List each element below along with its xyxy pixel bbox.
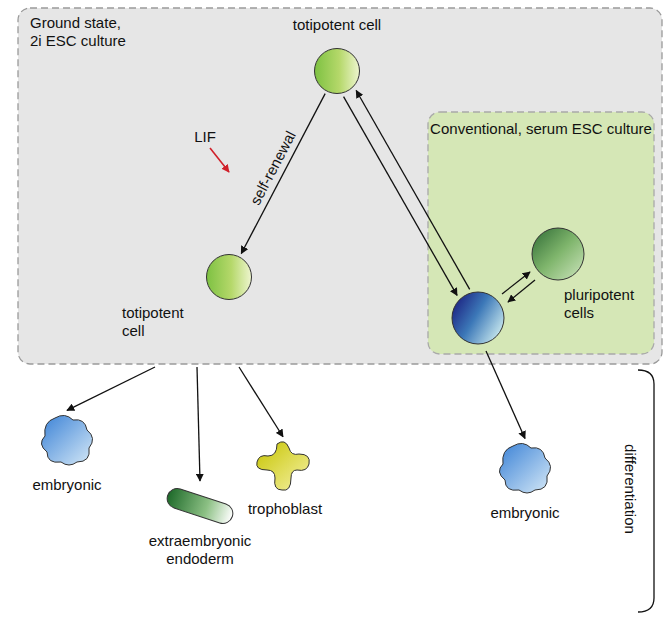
cell-label: extraembryonic endoderm <box>140 532 260 568</box>
trophoblast-cell-icon <box>253 440 313 495</box>
differentiation-bracket <box>638 370 654 612</box>
cell-circle <box>532 228 584 280</box>
region-outline <box>18 8 662 364</box>
interconversion-arrow <box>502 272 530 294</box>
cell-node: trophoblast <box>235 440 335 520</box>
cell-node: totipotent cell <box>120 250 260 364</box>
arrow-connector <box>67 367 155 410</box>
factor-label: LIF <box>185 128 225 146</box>
cell-circle <box>452 292 504 344</box>
embryonic-blob <box>499 443 550 493</box>
embryonic-blob <box>41 415 92 465</box>
bracket-label: differentiation <box>621 419 639 559</box>
cell-icon <box>314 48 360 94</box>
region-outline <box>428 112 654 354</box>
embryonic-cell-icon <box>495 440 555 495</box>
cell-node: pluripotent cells <box>446 218 646 348</box>
interconversion-arrow <box>508 280 535 302</box>
cell-label: embryonic <box>22 476 112 494</box>
cell-label: totipotent cell <box>122 304 202 340</box>
region-heading: Ground state, 2i ESC culture <box>30 14 134 50</box>
arrow-connector <box>241 94 325 254</box>
region-heading: Conventional, serum ESC culture <box>428 120 654 138</box>
culture-region: Ground state, 2i ESC culture totipotent c… <box>18 8 662 364</box>
culture-region: Conventional, serum ESC culture pluripote… <box>428 112 654 354</box>
embryonic-cell-icon <box>37 412 97 467</box>
cell-label: totipotent cell <box>272 16 402 34</box>
cell-icon <box>206 254 252 300</box>
pluripotent-cells-icon <box>446 218 646 348</box>
cell-circle <box>315 49 360 94</box>
arrow-connector <box>197 367 200 481</box>
cell-label: trophoblast <box>235 500 335 518</box>
cell-circle <box>207 255 252 300</box>
endoderm-cell-icon <box>160 488 240 524</box>
arrow-connector <box>486 351 525 438</box>
region-layer <box>18 8 662 364</box>
cell-label: embryonic <box>470 504 580 522</box>
cell-node: embryonic <box>470 440 580 530</box>
cell-node: totipotent cell <box>272 10 402 100</box>
lif-arrow <box>210 148 229 172</box>
cell-label: pluripotent cells <box>564 286 646 322</box>
trophoblast-blob <box>257 442 310 491</box>
endoderm-pill <box>165 486 236 526</box>
cell-node: embryonic <box>22 412 112 497</box>
arrow-connector <box>239 367 283 437</box>
cell-node: extraembryonic endoderm <box>140 488 260 583</box>
